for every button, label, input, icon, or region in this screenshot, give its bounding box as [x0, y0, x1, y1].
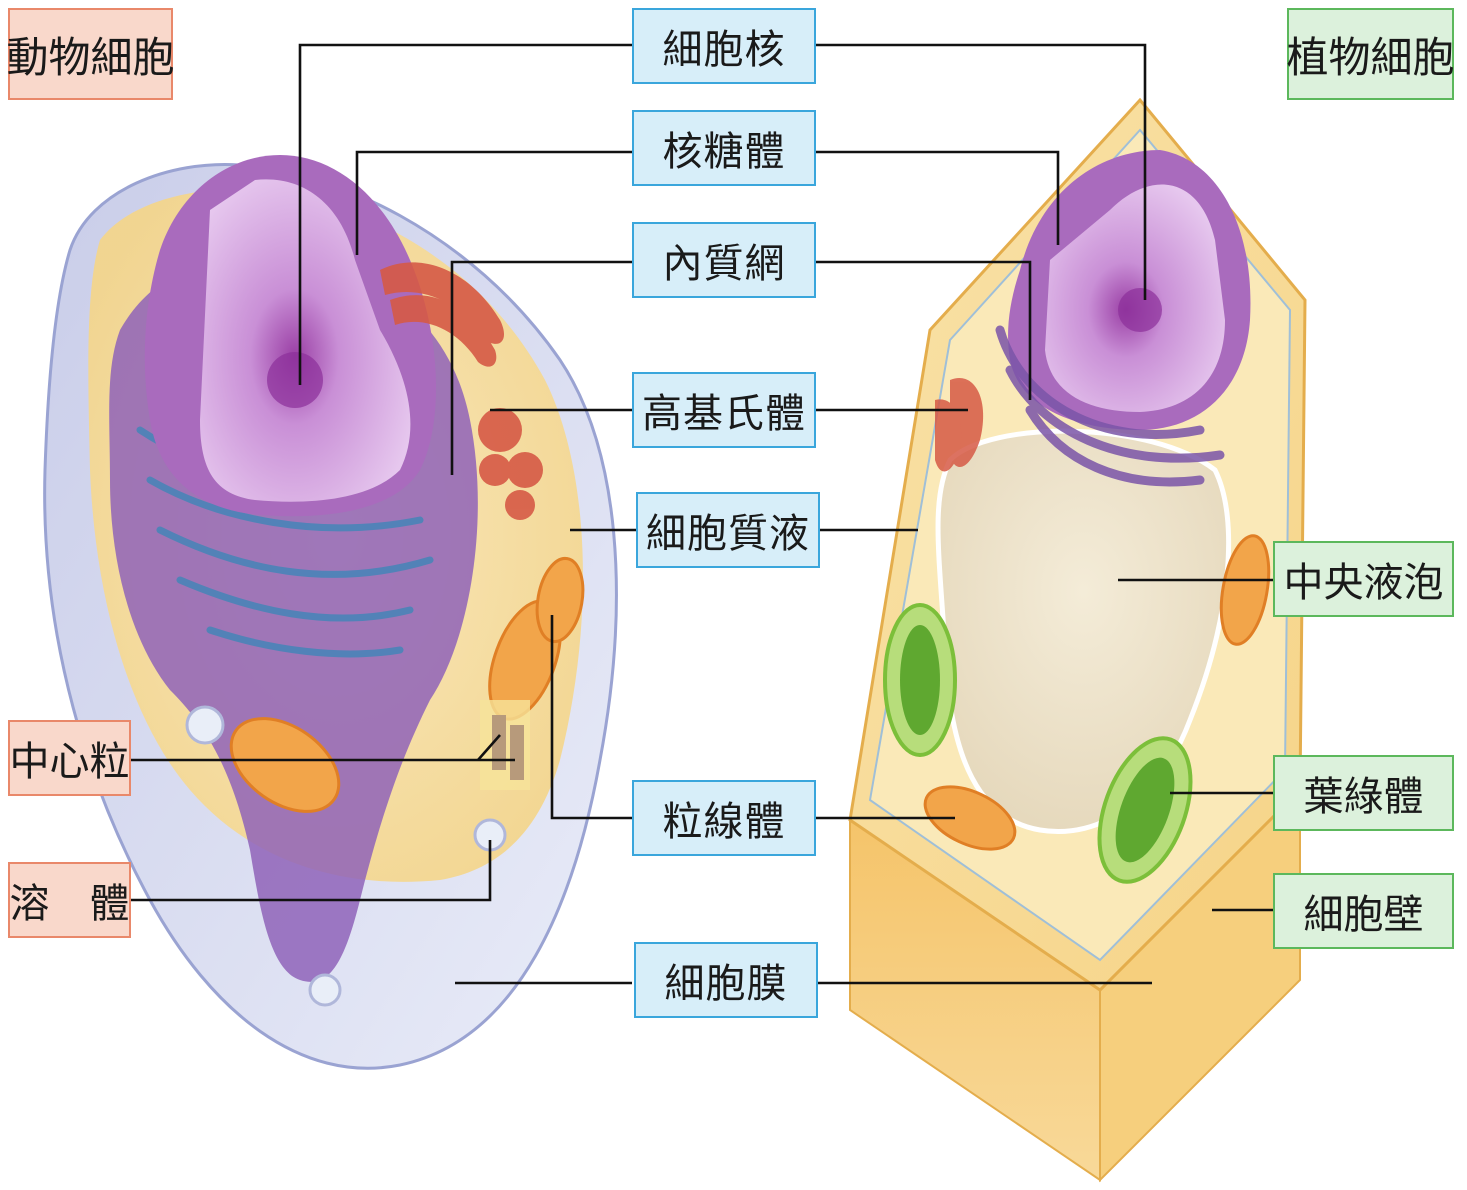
plant-chloroplast	[885, 605, 955, 755]
animal-cell-title: 動物細胞	[8, 8, 173, 100]
label-mitochondria: 粒線體	[632, 780, 816, 856]
label-chloroplast: 葉綠體	[1273, 755, 1454, 831]
plant-nucleolus	[1118, 288, 1162, 332]
label-centriole: 中心粒	[8, 720, 131, 796]
animal-nucleolus	[267, 352, 323, 408]
label-cell-membrane: 細胞膜	[634, 942, 818, 1018]
label-endoplasmic-reticulum: 內質網	[632, 222, 816, 298]
label-central-vacuole: 中央液泡	[1273, 541, 1454, 617]
label-cytoplasm: 細胞質液	[636, 492, 820, 568]
animal-lysosome	[310, 975, 340, 1005]
animal-lysosome	[187, 707, 223, 743]
label-cell-wall: 細胞壁	[1273, 873, 1454, 949]
label-nucleus: 細胞核	[632, 8, 816, 84]
label-lysosome: 溶 體	[8, 862, 131, 938]
label-golgi: 高基氏體	[632, 372, 816, 448]
animal-centriole	[480, 700, 530, 790]
plant-cell-title: 植物細胞	[1287, 8, 1454, 100]
label-ribosome: 核糖體	[632, 110, 816, 186]
